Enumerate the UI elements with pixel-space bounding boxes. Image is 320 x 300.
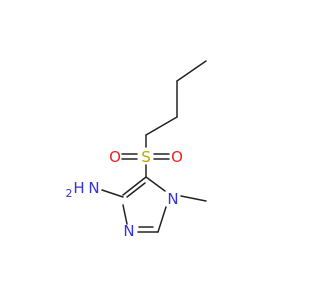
ring-n1-atom-label: N [167,190,178,208]
bond-n3-c4 [122,204,128,225]
bond-c4-c3 [176,60,207,82]
amine-nitrogen-label: N [88,179,99,197]
bond-c5-c4 [122,176,147,196]
bond-c5-n1 [145,176,166,192]
amine-hydrogen-label: H [73,179,84,197]
amine-h2-subscript: 2 [66,187,73,200]
bond-c5-c4-double [126,182,146,198]
oxygen-right-atom-label: O [171,148,183,166]
molecule-structure: S O O N H 2 N N [66,60,207,240]
sulfur-atom-label: S [141,148,151,166]
oxygen-left-atom-label: O [109,148,121,166]
bond-c4-nh2 [101,189,124,198]
bond-n1-c2 [157,206,167,233]
bond-n1-methyl [180,195,207,202]
bond-c2-c1 [145,116,178,136]
ring-n3-atom-label: N [123,222,134,240]
